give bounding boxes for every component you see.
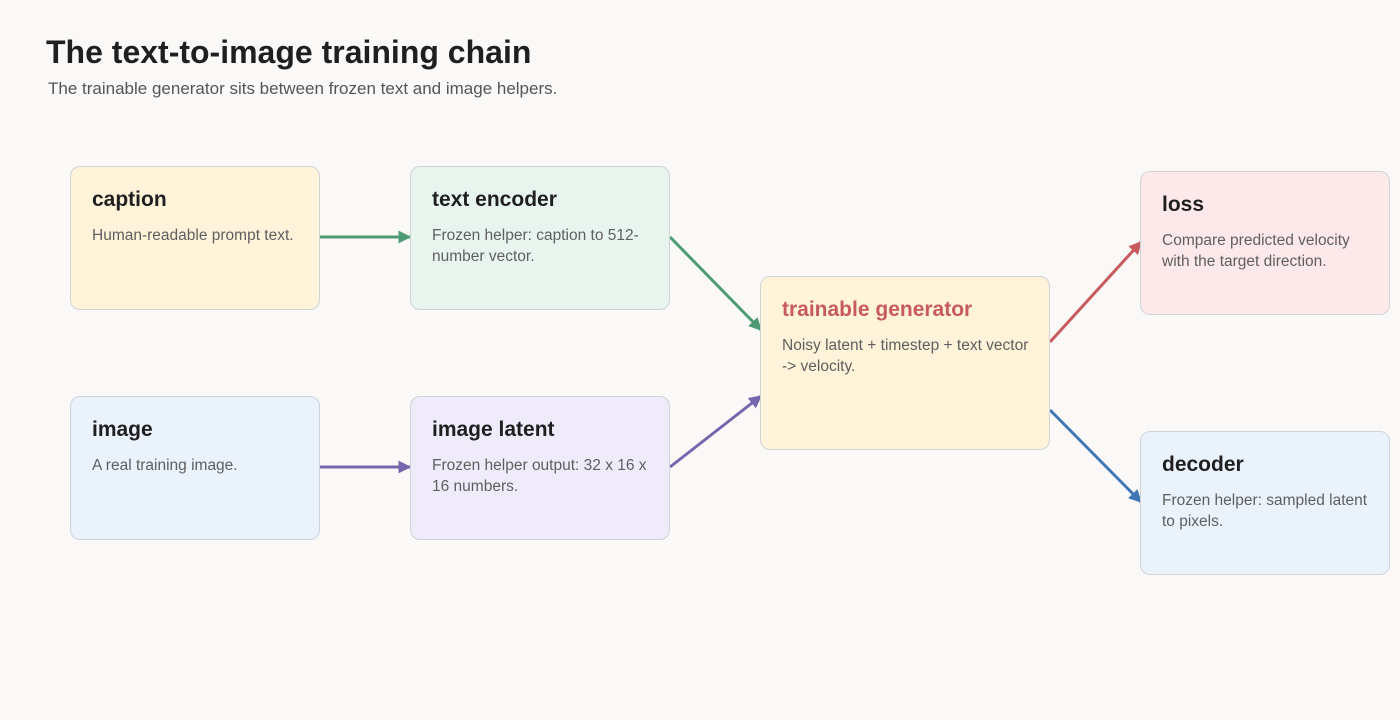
trainable-generator-node-title: trainable generator bbox=[782, 298, 973, 321]
loss-node[interactable]: loss Compare predicted velocity with the… bbox=[1140, 171, 1390, 315]
loss-node-desc: Compare predicted velocity with the targ… bbox=[1162, 232, 1350, 270]
trainable-generator-node-desc: Noisy latent + timestep + text vector ->… bbox=[782, 337, 1029, 375]
image-latent-node-desc: Frozen helper output: 32 x 16 x 16 numbe… bbox=[432, 457, 647, 495]
arrow-generator-to-decoder bbox=[1048, 408, 1143, 504]
decoder-node-desc: Frozen helper: sampled latent to pixels. bbox=[1162, 492, 1368, 530]
caption-node[interactable]: caption Human-readable prompt text. bbox=[70, 166, 320, 310]
image-latent-node-title: image latent bbox=[432, 418, 555, 441]
image-node-title: image bbox=[92, 418, 153, 441]
arrow-text-encoder-to-generator bbox=[668, 235, 763, 332]
text-encoder-node-desc: Frozen helper: caption to 512-number vec… bbox=[432, 227, 639, 265]
image-node[interactable]: image A real training image. bbox=[70, 396, 320, 540]
arrow-image-latent-to-generator bbox=[669, 394, 763, 469]
caption-node-desc: Human-readable prompt text. bbox=[92, 227, 294, 244]
loss-node-title: loss bbox=[1162, 193, 1205, 216]
trainable-generator-node[interactable]: trainable generator Noisy latent + times… bbox=[760, 276, 1050, 450]
page-subtitle: The trainable generator sits between fro… bbox=[48, 79, 558, 98]
text-encoder-node-title: text encoder bbox=[432, 188, 557, 211]
decoder-node[interactable]: decoder Frozen helper: sampled latent to… bbox=[1140, 431, 1390, 575]
arrow-generator-to-loss bbox=[1048, 240, 1143, 344]
decoder-node-title: decoder bbox=[1162, 453, 1244, 476]
image-node-desc: A real training image. bbox=[92, 457, 238, 474]
text-encoder-node[interactable]: text encoder Frozen helper: caption to 5… bbox=[410, 166, 670, 310]
page-title: The text-to-image training chain bbox=[46, 34, 532, 70]
caption-node-title: caption bbox=[92, 188, 167, 211]
image-latent-node[interactable]: image latent Frozen helper output: 32 x … bbox=[410, 396, 670, 540]
